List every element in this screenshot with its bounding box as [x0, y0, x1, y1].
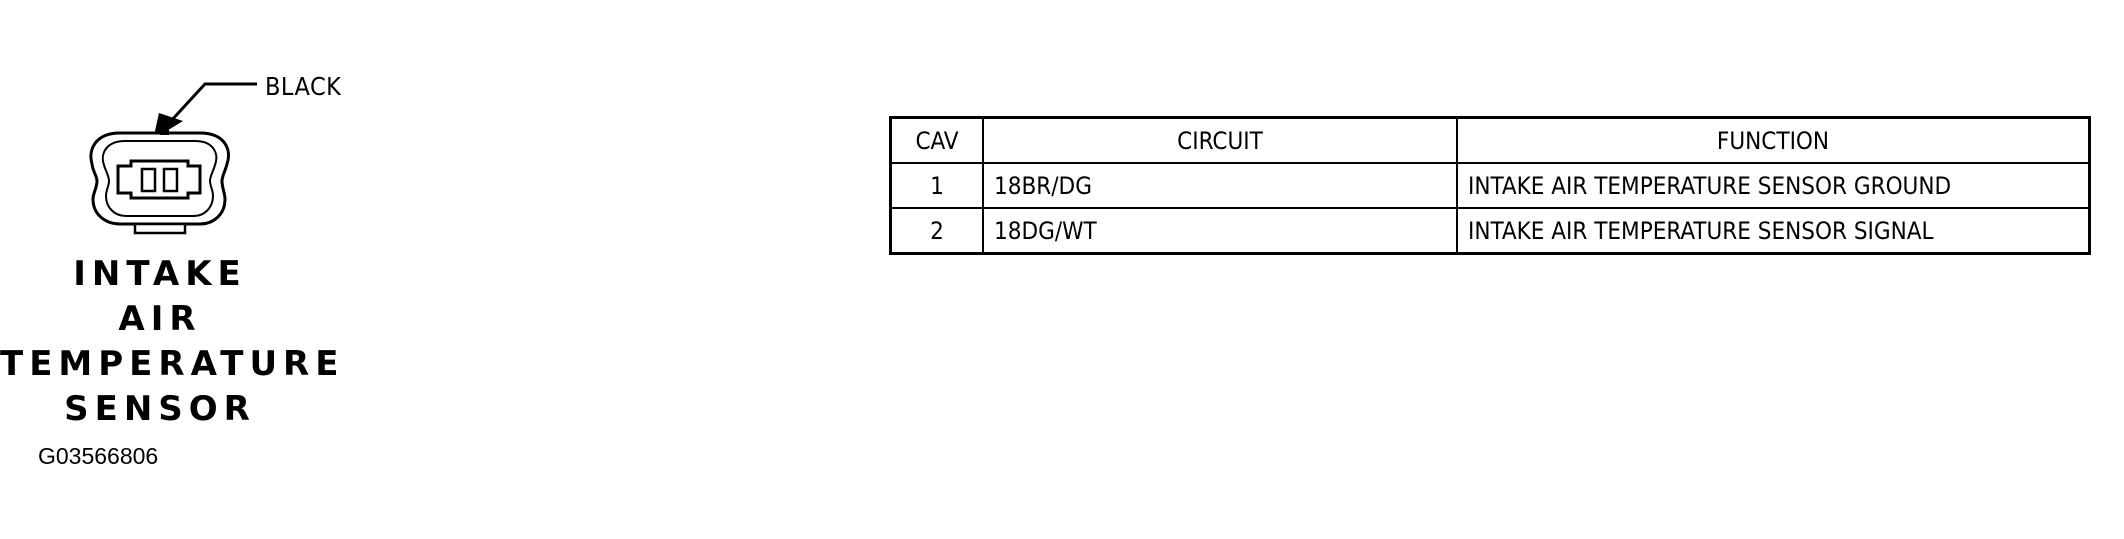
pinout-table: CAV CIRCUIT FUNCTION 1 18BR/DG INTAKE AI… — [889, 116, 2091, 255]
wire-color-label: BLACK — [265, 72, 342, 101]
header-cav: CAV — [889, 116, 984, 164]
figure-id: G03566806 — [38, 443, 159, 469]
sensor-name-line-2: AIR — [118, 299, 202, 339]
circuit-cell: 18BR/DG — [982, 162, 1458, 209]
sensor-name-line-1: INTAKE — [73, 254, 247, 294]
lock-tab — [160, 128, 169, 135]
header-circuit: CIRCUIT — [982, 116, 1458, 164]
function-cell: INTAKE AIR TEMPERATURE SENSOR SIGNAL — [1456, 207, 2091, 255]
cav-cell: 2 — [889, 207, 984, 255]
cavity-2 — [162, 167, 179, 193]
sensor-name: INTAKE AIR TEMPERATURE SENSOR — [0, 252, 345, 432]
leader-line — [168, 82, 257, 124]
cavity-1 — [140, 167, 157, 193]
connector-inner-outline — [101, 140, 218, 217]
table-row: 1 18BR/DG INTAKE AIR TEMPERATURE SENSOR … — [889, 162, 2091, 209]
function-cell: INTAKE AIR TEMPERATURE SENSOR GROUND — [1456, 162, 2091, 209]
header-row: CAV CIRCUIT FUNCTION — [889, 116, 2091, 164]
sensor-name-line-4: SENSOR — [64, 389, 256, 429]
header-function: FUNCTION — [1456, 116, 2091, 164]
cavity-frame — [116, 159, 202, 200]
circuit-cell: 18DG/WT — [982, 207, 1458, 255]
connector-stem — [133, 222, 187, 235]
table-row: 2 18DG/WT INTAKE AIR TEMPERATURE SENSOR … — [889, 207, 2091, 255]
sensor-name-line-3: TEMPERATURE — [0, 344, 345, 384]
cav-cell: 1 — [889, 162, 984, 209]
